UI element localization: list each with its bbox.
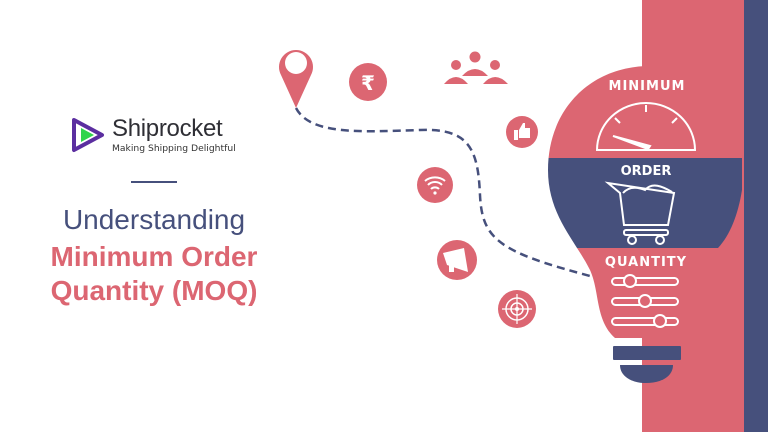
location-pin-icon	[279, 49, 313, 108]
divider	[131, 181, 177, 183]
people-icon	[444, 51, 508, 84]
thumbs-up-icon	[506, 116, 538, 148]
svg-text:₹: ₹	[361, 71, 375, 95]
bulb-base	[613, 346, 681, 360]
label-quantity: QUANTITY	[605, 255, 687, 270]
title-line-1: Understanding	[62, 204, 246, 235]
play-logo-icon	[72, 118, 104, 152]
label-minimum: MINIMUM	[609, 79, 686, 94]
label-order: ORDER	[621, 164, 672, 179]
sliders-icon	[611, 274, 679, 328]
bulb-cap	[620, 365, 673, 383]
rupee-icon: ₹	[349, 63, 387, 101]
target-icon	[498, 290, 536, 328]
brand-logo: Shiprocket Making Shipping Delightful	[70, 116, 236, 154]
wifi-icon	[417, 167, 453, 203]
gauge-icon	[595, 102, 697, 151]
brand-tagline: Making Shipping Delightful	[112, 143, 236, 154]
title-line-2: Minimum Order	[50, 241, 258, 272]
brand-name: Shiprocket	[112, 115, 223, 142]
title-highlight: Minimum Order Quantity (MOQ)	[0, 240, 308, 308]
title-line-3: Quantity (MOQ)	[50, 275, 258, 306]
shopping-cart-icon	[604, 181, 676, 245]
navy-strip	[744, 0, 768, 432]
dashed-route	[294, 107, 591, 278]
megaphone-icon	[437, 240, 477, 280]
